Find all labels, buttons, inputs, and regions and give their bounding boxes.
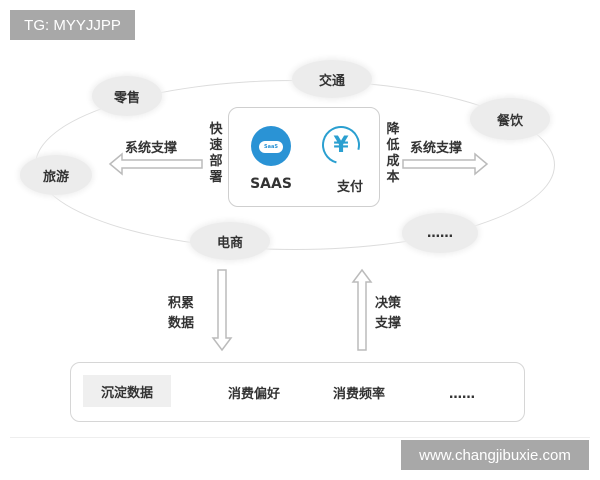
accumulate-data-label: 积累 数据 <box>168 294 194 334</box>
char: 降 <box>386 122 400 137</box>
data-item-preference: 消费偏好 <box>228 387 281 402</box>
data-item-more: …… <box>449 387 475 402</box>
saas-cloud-shape: SaaS <box>259 141 283 153</box>
scenario-label: 电商 <box>216 235 243 251</box>
scenario-retail: 零售 <box>92 76 162 116</box>
scenario-label: 零售 <box>113 90 140 106</box>
scenario-dining: 餐饮 <box>470 98 550 140</box>
divider <box>10 437 590 438</box>
data-layer-title: 沉淀数据 <box>83 375 171 407</box>
watermark-bottom-right: www.changjibuxie.com <box>401 440 589 470</box>
char: 快 <box>209 122 223 137</box>
payment-label: 支付 <box>336 180 363 195</box>
label-line: 积累 <box>168 296 195 311</box>
decision-support-label: 决策 支撑 <box>375 294 401 334</box>
scenario-label: 旅游 <box>42 169 69 185</box>
scenario-transport: 交通 <box>292 60 372 98</box>
scenario-more: …… <box>402 213 478 253</box>
up-arrow-icon <box>351 268 373 351</box>
left-arrow-icon <box>108 152 203 176</box>
down-arrow-icon <box>211 269 233 352</box>
scenario-travel: 旅游 <box>20 155 92 195</box>
label-line: 决策 <box>375 296 402 311</box>
scenario-label: 餐饮 <box>496 113 523 129</box>
char: 速 <box>209 138 223 153</box>
scenario-label: 交通 <box>318 73 345 89</box>
data-item-frequency: 消费频率 <box>333 387 386 402</box>
saas-label: SAAS <box>250 176 292 192</box>
reduce-cost-label: 降 低 成 本 <box>385 122 401 186</box>
char: 署 <box>209 170 223 185</box>
watermark-top-left: TG: MYYJJPP <box>10 10 135 40</box>
char: 低 <box>386 138 400 153</box>
fast-deploy-label: 快 速 部 署 <box>208 122 224 186</box>
yen-icon: ¥ <box>333 132 349 158</box>
left-arrow-label: 系统支撑 <box>125 141 178 156</box>
label-line: 数据 <box>168 316 195 331</box>
char: 部 <box>209 154 223 169</box>
char: 本 <box>386 170 400 185</box>
label-line: 支撑 <box>375 316 402 331</box>
scenario-label: …… <box>427 225 453 241</box>
char: 成 <box>386 154 400 169</box>
right-arrow-label: 系统支撑 <box>410 141 463 156</box>
right-arrow-icon <box>402 152 489 176</box>
scenario-ecommerce: 电商 <box>190 222 270 260</box>
